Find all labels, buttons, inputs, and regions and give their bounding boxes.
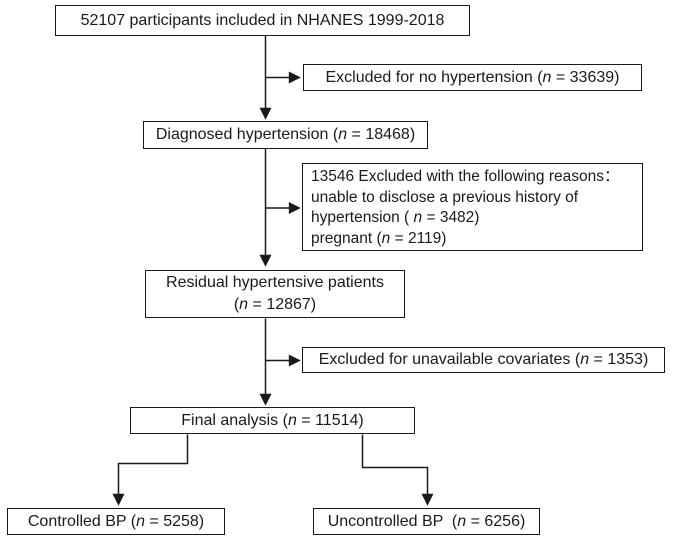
box-participants-label: 52107 participants included in NHANES 19… (80, 11, 445, 29)
box-excluded-covariates: Excluded for unavailable covariates (n =… (302, 347, 665, 373)
box-excluded-covariates-label: Excluded for unavailable covariates (n =… (318, 351, 649, 368)
box-final-analysis-label: Final analysis (n = 11514) (181, 411, 364, 429)
box-uncontrolled-bp-label: Uncontrolled BP (n = 6256) (327, 512, 526, 530)
arrow-final-to-controlled (112, 434, 189, 506)
box-diagnosed-hypertension-label: Diagnosed hypertension (n = 18468) (155, 126, 416, 143)
box-final-analysis: Final analysis (n = 11514) (130, 407, 415, 434)
residual-line2: (n = 12867) (233, 296, 317, 313)
residual-line1: Residual hypertensive patients (166, 274, 384, 291)
box-excluded-reasons: 13546 Excluded with the following reason… (302, 163, 643, 251)
excluded-reasons-line3: hypertension ( n = 3482) (311, 209, 480, 226)
box-excluded-no-hypertension: Excluded for no hypertension (n = 33639) (303, 64, 642, 91)
box-controlled-bp: Controlled BP (n = 5258) (7, 508, 225, 535)
box-controlled-bp-label: Controlled BP (n = 5258) (27, 512, 205, 530)
box-diagnosed-hypertension: Diagnosed hypertension (n = 18468) (143, 121, 428, 149)
excluded-reasons-line4: pregnant (n = 2119) (311, 229, 447, 247)
box-excluded-no-hypertension-label: Excluded for no hypertension (n = 33639) (325, 68, 620, 86)
box-uncontrolled-bp: Uncontrolled BP (n = 6256) (313, 508, 540, 535)
excluded-reasons-line1: 13546 Excluded with the following reason… (311, 168, 620, 185)
excluded-reasons-line2: unable to disclose a previous history of (311, 188, 579, 206)
box-residual-hypertensive: Residual hypertensive patients (n = 1286… (145, 270, 405, 318)
arrow-final-to-uncontrolled (361, 434, 434, 506)
box-participants-included: 52107 participants included in NHANES 19… (55, 5, 470, 36)
